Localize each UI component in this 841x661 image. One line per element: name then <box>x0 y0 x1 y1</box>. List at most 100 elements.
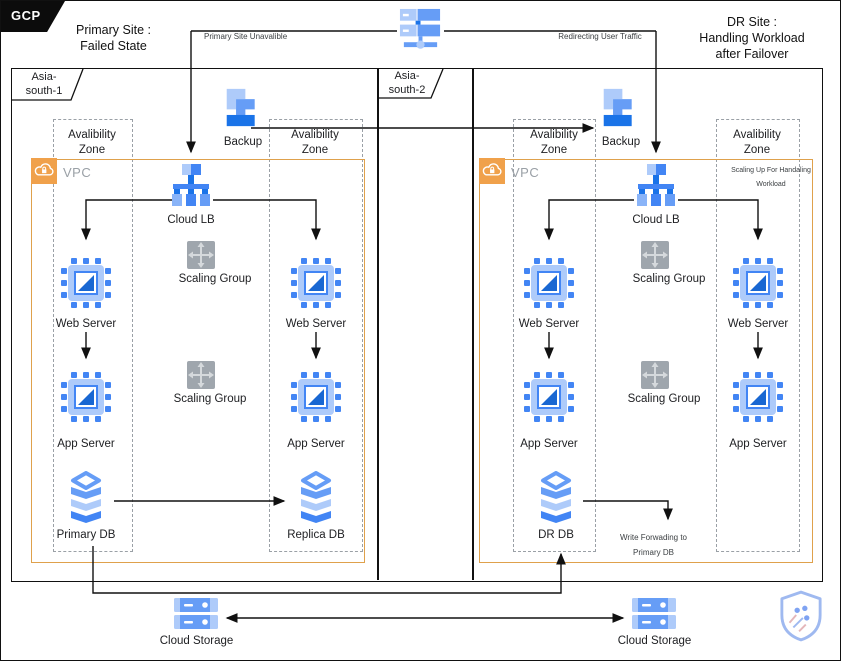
region-tab-asia-south-2: Asia- south-2 <box>380 70 434 97</box>
web-server-3-label: Web Server <box>518 318 580 330</box>
app-server-4-label: App Server <box>729 438 787 450</box>
node-scaling-group-4 <box>641 361 669 394</box>
az-label-3: Avalibility Zone <box>514 128 594 158</box>
node-replica-db <box>291 471 341 530</box>
server-chip-icon <box>290 371 342 423</box>
dr-site-title-line2: Handling Workload <box>699 31 805 45</box>
primary-db-label: Primary DB <box>56 529 116 541</box>
node-scaling-group-1 <box>187 241 215 274</box>
annotation-redirecting-traffic: Redirecting User Traffic <box>558 32 642 41</box>
node-backup-primary <box>223 87 264 133</box>
backup-stairs-icon <box>600 87 641 128</box>
node-scaling-group-2 <box>187 361 215 394</box>
web-server-1-label: Web Server <box>55 318 117 330</box>
app-server-3-label: App Server <box>520 438 578 450</box>
vpc-cloud-lock-icon <box>479 158 505 184</box>
region-tab-right-line2: south-2 <box>388 83 426 96</box>
node-dr-db <box>531 471 581 530</box>
node-web-server-3 <box>523 257 575 314</box>
node-cloud-storage-primary <box>173 597 219 635</box>
annotation-scaling-up-line1: Scaling Up For Handaling <box>731 167 811 174</box>
dns-server-icon <box>397 7 444 52</box>
az-label-1: Avalibility Zone <box>52 128 132 158</box>
primary-site-title-line2: Failed State <box>80 39 147 53</box>
node-app-server-1 <box>60 371 112 428</box>
backup-primary-label: Backup <box>223 136 263 148</box>
load-balancer-icon <box>169 163 213 207</box>
app-server-2-label: App Server <box>287 438 345 450</box>
scaling-crosshair-icon <box>641 361 669 389</box>
az-label-2: Avalibility Zone <box>275 128 355 158</box>
vpc-icon-primary <box>31 158 57 189</box>
scaling-group-2-label: Scaling Group <box>173 393 247 405</box>
cloud-storage-icon <box>173 597 219 630</box>
node-web-server-1 <box>60 257 112 314</box>
node-cloud-lb-primary <box>169 163 213 212</box>
node-primary-db <box>61 471 111 530</box>
az-label-1-line1: Avalibility <box>68 129 116 141</box>
vpc-icon-dr <box>479 158 505 189</box>
server-chip-icon <box>60 371 112 423</box>
scaling-crosshair-icon <box>641 241 669 269</box>
primary-site-state-title: Primary Site : Failed State <box>51 22 176 54</box>
server-chip-icon <box>523 257 575 309</box>
az-label-1-line2: Zone <box>78 144 106 156</box>
database-stack-icon <box>61 471 111 525</box>
gcp-tab-label: GCP <box>11 8 41 23</box>
web-server-2-label: Web Server <box>285 318 347 330</box>
region-tab-right-line1: Asia- <box>394 70 420 82</box>
annotation-primary-unavailable: Primary Site Unavalible <box>204 32 288 41</box>
annotation-scaling-up: Scaling Up For Handaling Workload <box>715 164 827 192</box>
cloud-lb-dr-label: Cloud LB <box>632 214 680 226</box>
scaling-group-4-label: Scaling Group <box>627 393 701 405</box>
region-divider-left <box>377 68 379 580</box>
dr-site-title-line1: DR Site : <box>726 15 777 29</box>
dr-site-title-line3: after Failover <box>715 47 789 61</box>
annotation-write-forwarding-line2: Primary DB <box>633 548 674 557</box>
az-label-3-line1: Avalibility <box>530 129 578 141</box>
scaling-crosshair-icon <box>187 241 215 269</box>
cloud-lb-primary-label: Cloud LB <box>167 214 215 226</box>
node-cloud-storage-dr <box>631 597 677 635</box>
node-app-server-2 <box>290 371 342 428</box>
az-label-2-line2: Zone <box>301 144 329 156</box>
az-label-4-line2: Zone <box>743 144 771 156</box>
az-label-3-line2: Zone <box>540 144 568 156</box>
node-backup-dr <box>600 87 641 133</box>
cloud-storage-icon <box>631 597 677 630</box>
region-tab-left-line2: south-1 <box>25 84 63 97</box>
server-chip-icon <box>523 371 575 423</box>
dr-site-state-title: DR Site : Handling Workload after Failov… <box>687 14 817 62</box>
vpc-label-primary: VPC <box>63 165 92 180</box>
app-server-1-label: App Server <box>57 438 115 450</box>
server-chip-icon <box>732 371 784 423</box>
scaling-group-3-label: Scaling Group <box>632 273 706 285</box>
node-app-server-4 <box>732 371 784 428</box>
az-label-4: Avalibility Zone <box>717 128 797 158</box>
replica-db-label: Replica DB <box>287 529 345 541</box>
az-label-4-line1: Avalibility <box>733 129 781 141</box>
region-tab-left-line1: Asia- <box>31 71 57 83</box>
node-web-server-4 <box>732 257 784 314</box>
az-label-2-line1: Avalibility <box>291 129 339 141</box>
region-tab-asia-south-1: Asia- south-1 <box>15 71 73 98</box>
cloud-storage-dr-label: Cloud Storage <box>617 635 692 647</box>
shield-watermark-icon <box>779 590 823 642</box>
node-scaling-group-3 <box>641 241 669 274</box>
backup-stairs-icon <box>223 87 264 128</box>
annotation-write-forwarding: Write Forwading to Primary DB <box>601 530 706 560</box>
region-divider-right <box>472 68 474 580</box>
backup-dr-label: Backup <box>601 136 641 148</box>
vpc-label-dr: VPC <box>511 165 540 180</box>
annotation-scaling-up-line2: Workload <box>756 181 786 188</box>
primary-site-title-line1: Primary Site : <box>75 23 151 37</box>
watermark-shield <box>779 590 823 647</box>
scaling-group-1-label: Scaling Group <box>178 273 252 285</box>
server-chip-icon <box>732 257 784 309</box>
node-web-server-2 <box>290 257 342 314</box>
node-dns <box>397 7 444 52</box>
vpc-box-dr <box>479 159 813 563</box>
vpc-cloud-lock-icon <box>31 158 57 184</box>
node-app-server-3 <box>523 371 575 428</box>
